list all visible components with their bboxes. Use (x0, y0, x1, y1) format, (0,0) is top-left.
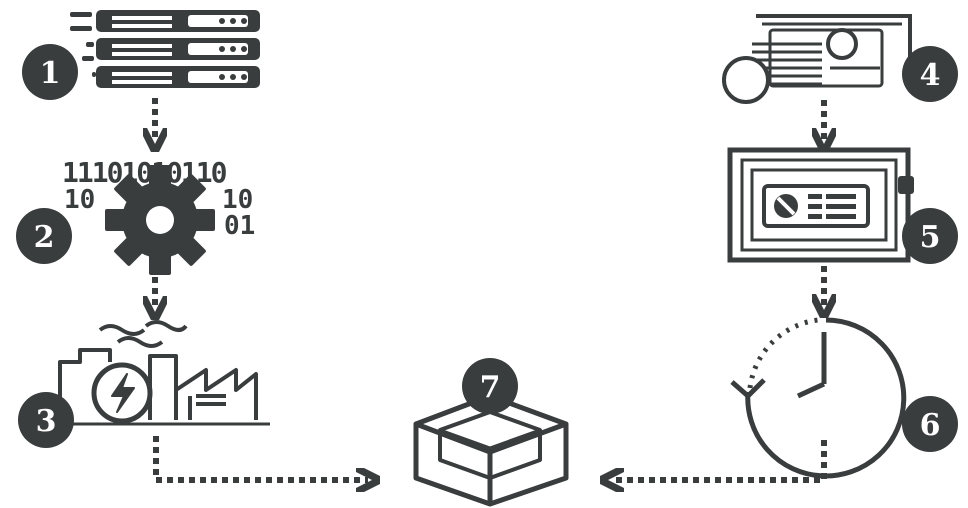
svg-text:6: 6 (920, 408, 941, 443)
svg-text:01: 01 (224, 211, 255, 241)
clock-cycle-icon (730, 317, 907, 479)
step-2-badge: 2 (16, 208, 72, 264)
arrow-6-to-7 (612, 440, 827, 480)
cash-and-coin-icon (722, 14, 912, 104)
server-stack-icon (70, 10, 260, 88)
safe-vault-icon (727, 147, 914, 263)
power-plant-icon (56, 320, 270, 426)
svg-text:10: 10 (222, 185, 253, 215)
step-1-badge: 1 (22, 44, 78, 100)
step-5-badge: 5 (902, 208, 958, 264)
svg-text:1: 1 (40, 56, 61, 91)
svg-text:3: 3 (36, 404, 57, 439)
svg-text:2: 2 (34, 220, 55, 255)
svg-text:7: 7 (480, 370, 501, 405)
binary-gear-icon: 11101010110 10 10 01 (62, 156, 255, 275)
step-7-badge: 7 (462, 358, 518, 414)
svg-text:5: 5 (920, 220, 941, 255)
step-4-badge: 4 (902, 46, 958, 102)
arrow-3-to-7 (153, 436, 368, 480)
svg-text:4: 4 (920, 58, 941, 93)
svg-text:10: 10 (64, 185, 95, 215)
step-3-badge: 3 (18, 392, 74, 448)
step-6-badge: 6 (902, 396, 958, 452)
